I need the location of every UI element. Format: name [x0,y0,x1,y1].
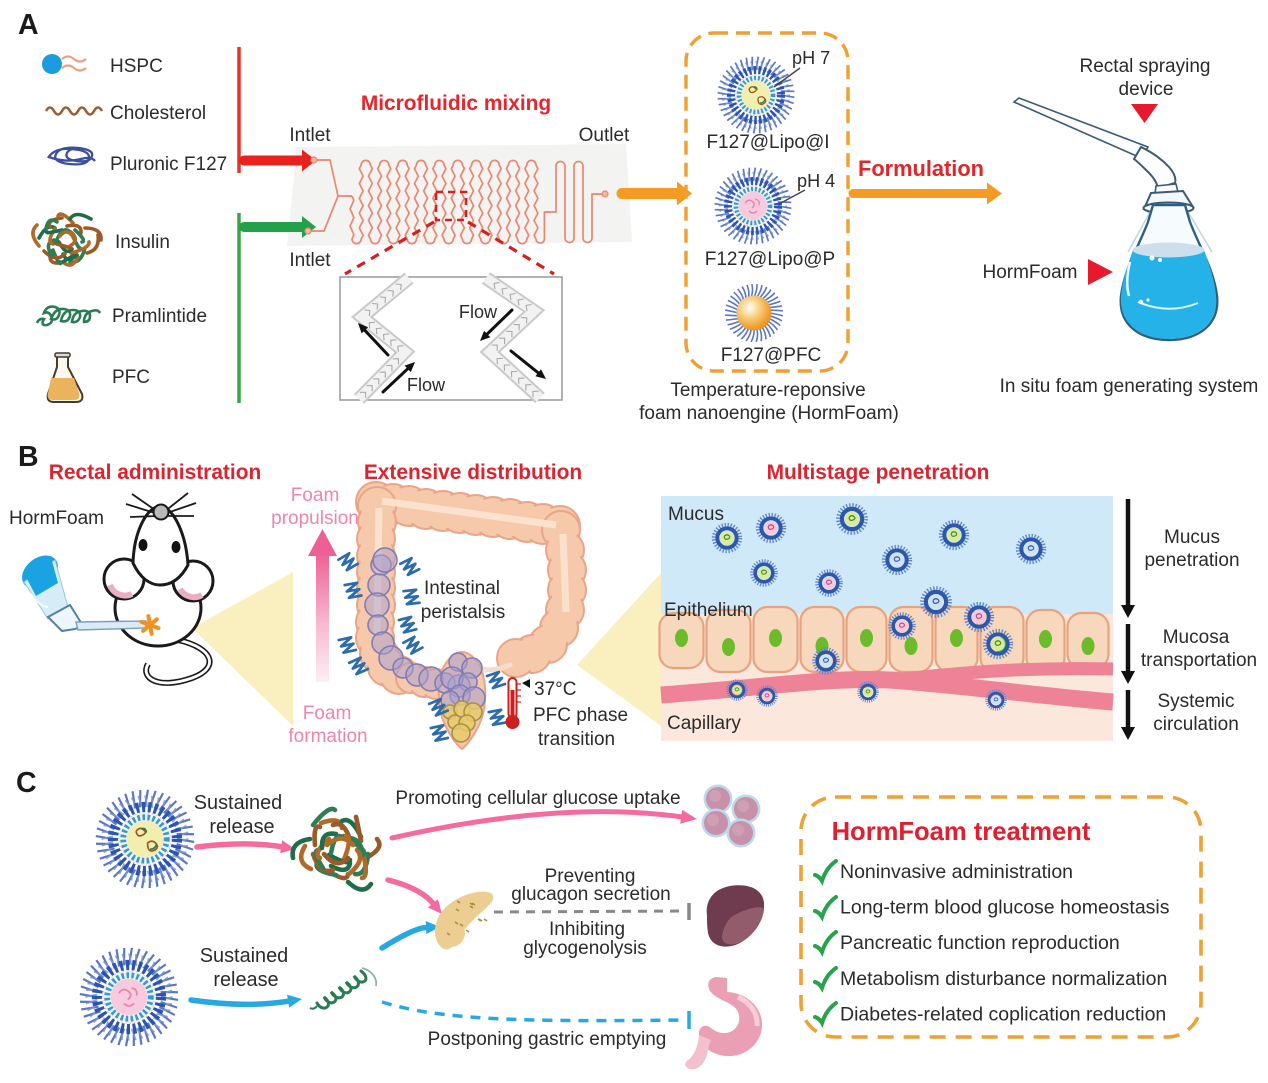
svg-text:circulation: circulation [1153,714,1239,735]
svg-text:Postponing gastric emptying: Postponing gastric emptying [428,1029,667,1050]
svg-text:HormFoam: HormFoam [982,262,1077,283]
svg-text:Flow: Flow [459,302,498,322]
svg-text:pH 4: pH 4 [797,171,835,191]
svg-text:transition: transition [538,729,615,750]
svg-text:F127@Lipo@P: F127@Lipo@P [705,249,835,270]
svg-text:device: device [1119,79,1174,100]
svg-text:Multistage penetration: Multistage penetration [767,461,990,484]
svg-text:Preventing: Preventing [545,866,636,887]
svg-text:Mucus: Mucus [1164,527,1220,548]
svg-text:glycogenolysis: glycogenolysis [523,938,647,959]
svg-text:F127@Lipo@I: F127@Lipo@I [706,132,829,153]
svg-text:peristalsis: peristalsis [421,602,505,623]
svg-text:Rectal spraying: Rectal spraying [1080,56,1211,77]
svg-text:Capillary: Capillary [667,713,741,734]
svg-text:Noninvasive administration: Noninvasive administration [840,861,1073,883]
svg-text:foam nanoengine (HormFoam): foam nanoengine (HormFoam) [639,403,899,424]
svg-text:Insulin: Insulin [115,232,170,253]
svg-text:Temperature-reponsive: Temperature-reponsive [670,380,865,401]
svg-text:Foam: Foam [291,485,340,506]
svg-text:formation: formation [288,726,367,747]
svg-text:Sustained: Sustained [200,945,288,967]
svg-text:HSPC: HSPC [110,56,163,77]
svg-text:PFC phase: PFC phase [533,705,628,726]
svg-text:PFC: PFC [112,367,150,388]
svg-text:penetration: penetration [1144,550,1239,571]
svg-text:Epithelium: Epithelium [664,600,753,621]
svg-text:F127@PFC: F127@PFC [721,345,822,366]
svg-text:Long-term blood glucose homeos: Long-term blood glucose homeostasis [840,897,1170,919]
svg-text:Foam: Foam [303,703,352,724]
svg-text:C: C [16,767,37,799]
svg-text:release: release [209,816,274,838]
svg-text:Mucus: Mucus [668,504,724,525]
svg-text:Microfluidic mixing: Microfluidic mixing [361,92,551,115]
svg-text:37°C: 37°C [534,679,576,700]
svg-text:Intlet: Intlet [289,125,331,146]
svg-text:Promoting cellular glucose upt: Promoting cellular glucose uptake [395,788,680,809]
svg-text:Intlet: Intlet [289,250,331,271]
svg-text:pH 7: pH 7 [792,48,830,68]
svg-text:Intestinal: Intestinal [424,578,500,599]
svg-text:In situ foam generating system: In situ foam generating system [1000,376,1259,397]
svg-text:Flow: Flow [407,375,446,395]
svg-text:release: release [213,969,278,991]
svg-text:Formulation: Formulation [858,156,984,181]
svg-text:B: B [18,441,39,473]
svg-text:Cholesterol: Cholesterol [110,103,206,124]
svg-text:Diabetes-related coplication r: Diabetes-related coplication reduction [840,1003,1166,1025]
svg-text:HormFoam: HormFoam [9,508,104,529]
svg-text:Metabolism disturbance normali: Metabolism disturbance normalization [840,968,1167,990]
svg-text:Sustained: Sustained [194,792,282,814]
svg-text:glucagon secretion: glucagon secretion [511,884,671,905]
svg-text:Inhibiting: Inhibiting [549,919,625,940]
svg-text:transportation: transportation [1141,650,1257,671]
svg-text:Pramlintide: Pramlintide [112,306,207,327]
svg-text:Pancreatic function reproducti: Pancreatic function reproduction [840,932,1120,954]
svg-text:HormFoam treatment: HormFoam treatment [832,818,1091,846]
svg-text:propulsion: propulsion [271,508,359,529]
svg-text:Pluronic F127: Pluronic F127 [110,154,227,175]
svg-text:Rectal administration: Rectal administration [49,461,261,484]
svg-text:Systemic: Systemic [1157,691,1234,712]
svg-text:A: A [18,9,39,41]
svg-text:Extensive distribution: Extensive distribution [364,461,582,484]
svg-text:Outlet: Outlet [579,125,630,146]
svg-text:Mucosa: Mucosa [1163,627,1230,648]
